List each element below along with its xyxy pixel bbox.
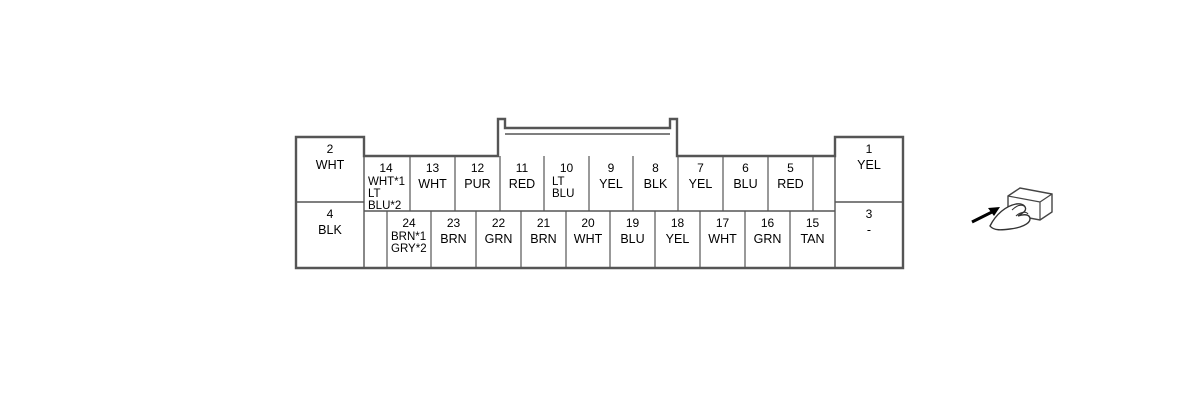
pin-number: 10: [560, 161, 574, 175]
wire-color: YEL: [666, 232, 690, 246]
wire-color: WHT: [574, 232, 603, 246]
wire-color: LT: [368, 188, 381, 200]
hand-pressing-connector-icon: [971, 187, 1053, 231]
wire-color: TAN: [800, 232, 824, 246]
wire-color: GRN: [754, 232, 782, 246]
pin-number: 6: [742, 161, 749, 175]
wire-color: WHT: [708, 232, 737, 246]
wire-color: WHT: [418, 177, 447, 191]
wire-color: BLU: [733, 177, 757, 191]
pin-number: 13: [426, 161, 440, 175]
wire-color: GRY*2: [391, 243, 427, 255]
wire-color: BLU: [552, 188, 574, 200]
wire-color: BLK: [318, 223, 342, 237]
pin-number: 8: [652, 161, 659, 175]
pin-number: 3: [866, 207, 873, 221]
pin-number: 23: [447, 216, 461, 230]
pin-number: 1: [866, 142, 873, 156]
pin-number: 5: [787, 161, 794, 175]
connector-housing: [294, 117, 905, 270]
wire-color: YEL: [689, 177, 713, 191]
pin-number: 2: [327, 142, 334, 156]
pin-number: 9: [608, 161, 615, 175]
wire-color: BLU*2: [368, 200, 401, 212]
pin-number: 16: [761, 216, 775, 230]
pin-number: 20: [581, 216, 595, 230]
pin-labels: 2WHT4BLK1YEL3-14WHT*1LTBLU*213WHT12PUR11…: [316, 142, 881, 255]
wire-color: RED: [509, 177, 535, 191]
wire-color: -: [867, 223, 871, 237]
pin-number: 4: [327, 207, 334, 221]
wire-color: GRN: [485, 232, 513, 246]
pin-number: 15: [806, 216, 820, 230]
pin-number: 21: [537, 216, 551, 230]
pin-number: 18: [671, 216, 685, 230]
pin-cells: [386, 156, 814, 268]
wire-color: BRN*1: [391, 231, 426, 243]
pin-number: 7: [697, 161, 704, 175]
pin-number: 17: [716, 216, 730, 230]
wire-color: BLU: [620, 232, 644, 246]
pin-number: 22: [492, 216, 506, 230]
pin-number: 14: [379, 161, 393, 175]
pin-3: 3-: [866, 207, 873, 237]
wire-color: WHT: [316, 158, 345, 172]
housing-outline: [294, 117, 905, 270]
wire-color: LT: [552, 176, 565, 188]
pin-number: 24: [402, 216, 416, 230]
wire-color: BLK: [644, 177, 668, 191]
wire-color: YEL: [857, 158, 881, 172]
wire-color: WHT*1: [368, 176, 405, 188]
wire-color: BRN: [530, 232, 556, 246]
wire-color: YEL: [599, 177, 623, 191]
wire-color: BRN: [440, 232, 466, 246]
pin-number: 19: [626, 216, 640, 230]
end-block-separator: [363, 137, 836, 268]
pin-number: 12: [471, 161, 485, 175]
wire-color: PUR: [464, 177, 490, 191]
pin-number: 11: [516, 161, 529, 175]
wire-color: RED: [777, 177, 803, 191]
